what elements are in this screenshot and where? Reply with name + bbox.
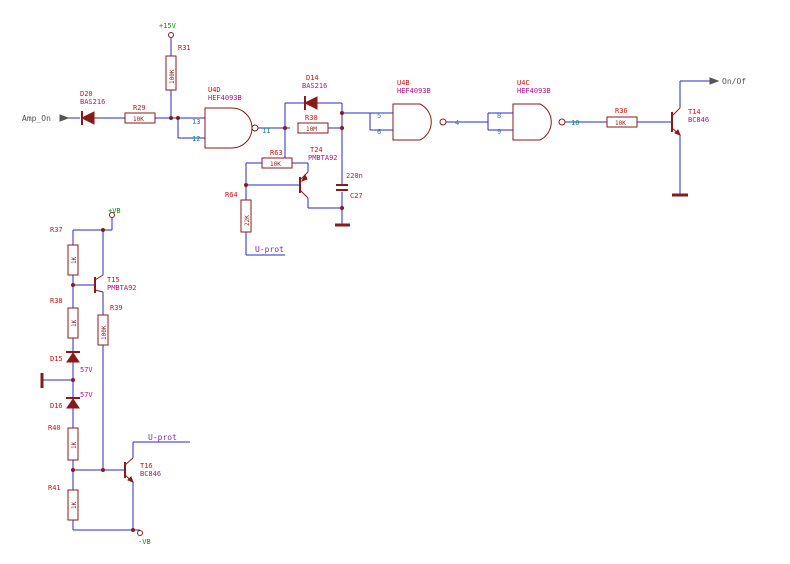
svg-text:R37: R37	[50, 226, 63, 234]
diode-d14: D14 BAS216	[302, 74, 327, 110]
svg-text:8: 8	[497, 112, 501, 120]
resistor-r30: 10M R30	[297, 114, 329, 134]
zener-d15: D15 57V	[50, 351, 93, 374]
svg-text:R36: R36	[615, 107, 628, 115]
svg-text:6: 6	[377, 128, 381, 136]
svg-text:4: 4	[455, 119, 459, 127]
svg-text:BC846: BC846	[140, 470, 161, 478]
svg-text:10M: 10M	[306, 126, 317, 133]
svg-text:T15: T15	[107, 276, 120, 284]
nand-gate-u4c: U4C HEF4093B 8 9 10	[497, 79, 579, 141]
svg-text:10K: 10K	[270, 161, 281, 168]
transistor-t16: T16 BC846	[124, 457, 161, 483]
resistor-r38: 1K R38	[50, 297, 79, 339]
svg-text:BC846: BC846	[688, 116, 709, 124]
svg-text:100K: 100K	[101, 325, 108, 340]
svg-text:HEF4093B: HEF4093B	[517, 87, 551, 95]
svg-text:BAS216: BAS216	[80, 98, 105, 106]
svg-text:+15V: +15V	[159, 22, 177, 30]
svg-text:57V: 57V	[80, 366, 93, 374]
svg-text:C27: C27	[350, 192, 363, 200]
svg-text:R63: R63	[270, 149, 283, 157]
svg-text:R64: R64	[225, 191, 238, 199]
svg-text:R38: R38	[50, 297, 63, 305]
svg-text:PMBTA92: PMBTA92	[308, 154, 338, 162]
resistor-r31: 100K R31	[165, 44, 191, 91]
resistor-r40: 1K R40	[48, 424, 79, 461]
svg-text:R40: R40	[48, 424, 61, 432]
capacitor-c27: 220n C27	[335, 172, 363, 227]
transistor-t24: T24 PMBTA92	[299, 146, 338, 199]
top-junctions	[169, 111, 344, 210]
svg-text:10: 10	[571, 119, 579, 127]
bottom-junctions	[71, 228, 135, 532]
nand-gate-u4d: U4D HEF4093B 13 12 11	[192, 86, 270, 149]
resistor-r41: 1K R41	[48, 484, 79, 521]
power-15v: +15V	[159, 22, 177, 38]
svg-text:U-prot: U-prot	[255, 245, 284, 254]
svg-text:12: 12	[192, 135, 200, 143]
resistor-r63: 10K R63	[261, 149, 293, 169]
svg-text:U-prot: U-prot	[148, 433, 177, 442]
svg-text:1K: 1K	[71, 501, 78, 509]
svg-text:10K: 10K	[133, 116, 144, 123]
svg-text:T16: T16	[140, 462, 153, 470]
resistor-r37: 1K R37	[50, 226, 79, 276]
resistor-r39: 100K R39	[97, 304, 123, 346]
svg-text:57V: 57V	[80, 391, 93, 399]
svg-text:11: 11	[262, 127, 270, 135]
svg-text:9: 9	[497, 128, 501, 136]
bottom-wires	[42, 218, 190, 531]
svg-text:D20: D20	[80, 90, 93, 98]
amp-on-port: Amp_On	[22, 114, 70, 123]
svg-text:PMBTA92: PMBTA92	[107, 284, 137, 292]
svg-text:Amp_On: Amp_On	[22, 114, 51, 123]
svg-text:R31: R31	[178, 44, 191, 52]
zener-d16: 57V D16	[50, 391, 93, 410]
resistor-r36: 10K R36	[606, 107, 638, 128]
svg-text:1K: 1K	[71, 319, 78, 327]
svg-text:+VB: +VB	[108, 207, 121, 215]
resistor-r29: 10K R29	[124, 104, 156, 124]
svg-text:100K: 100K	[169, 69, 176, 84]
svg-text:R29: R29	[133, 104, 146, 112]
svg-text:13: 13	[192, 118, 200, 126]
svg-text:1K: 1K	[71, 441, 78, 449]
top-wires	[68, 38, 710, 256]
svg-text:On/Of: On/Of	[722, 77, 746, 86]
svg-text:D15: D15	[50, 355, 63, 363]
svg-text:10K: 10K	[615, 120, 626, 127]
on-off-port: On/Of	[709, 77, 746, 86]
svg-text:HEF4093B: HEF4093B	[208, 94, 242, 102]
svg-text:T14: T14	[688, 108, 701, 116]
svg-text:BAS216: BAS216	[302, 82, 327, 90]
svg-text:5: 5	[377, 112, 381, 120]
svg-text:1K: 1K	[71, 256, 78, 264]
svg-text:R30: R30	[305, 114, 318, 122]
power-nvb: -VB	[137, 530, 151, 546]
svg-text:-VB: -VB	[138, 538, 151, 546]
resistor-r64: 22K R64	[225, 191, 252, 233]
svg-text:220n: 220n	[346, 172, 363, 180]
transistor-t15: T15 PMBTA92	[94, 274, 137, 293]
net-label-u-prot-top: U-prot	[255, 245, 284, 254]
net-label-u-prot-bottom: U-prot	[148, 433, 177, 442]
svg-text:T24: T24	[310, 146, 323, 154]
transistor-t14: T14 BC846	[671, 107, 709, 197]
svg-text:HEF4093B: HEF4093B	[397, 87, 431, 95]
nand-gate-u4b: U4B HEF4093B 5 6 4	[377, 79, 459, 141]
svg-text:22K: 22K	[244, 215, 251, 226]
svg-text:U4B: U4B	[397, 79, 410, 87]
power-pvb: +VB	[108, 207, 121, 218]
diode-d20: D20 BAS216	[80, 90, 105, 125]
svg-text:R39: R39	[110, 304, 123, 312]
svg-text:D16: D16	[50, 402, 63, 410]
svg-text:U4D: U4D	[208, 86, 221, 94]
svg-text:R41: R41	[48, 484, 61, 492]
svg-text:U4C: U4C	[517, 79, 530, 87]
svg-text:D14: D14	[306, 74, 319, 82]
